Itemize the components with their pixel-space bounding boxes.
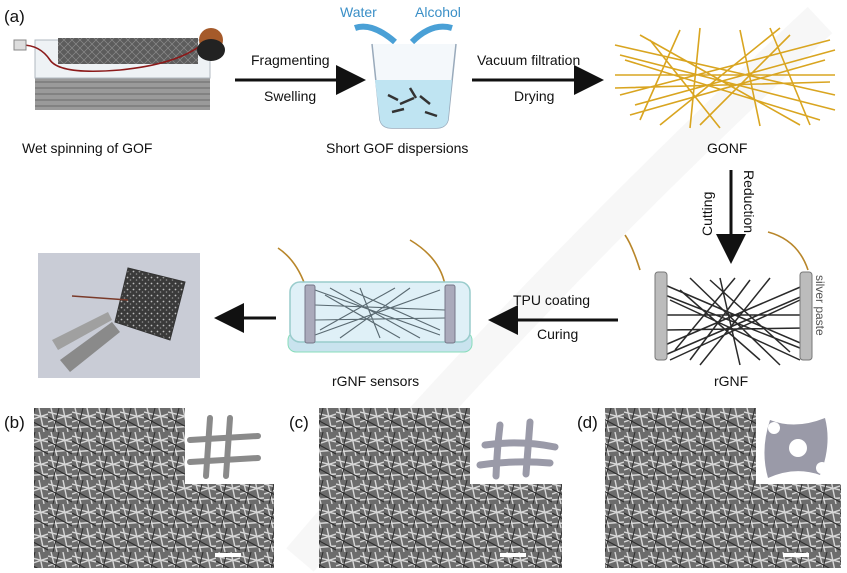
panel-label-a: (a) <box>4 7 25 26</box>
alcohol-label: Alcohol <box>415 4 461 20</box>
sensor-photo <box>38 253 200 378</box>
curing-label: Curing <box>537 326 578 342</box>
sem-image-d <box>605 408 841 568</box>
panel-label-c: (c) <box>289 413 309 432</box>
sem-image-c <box>319 408 562 568</box>
beaker <box>371 43 457 129</box>
rgnf-label: rGNF <box>714 373 748 389</box>
gonf-network <box>614 27 836 129</box>
rgnf-sensor <box>277 239 473 353</box>
reduction-label: Reduction <box>741 170 757 233</box>
solvent-arrows <box>354 23 453 45</box>
water-label: Water <box>340 4 377 20</box>
cutting-label: Cutting <box>699 192 715 236</box>
silver-paste-label: silver paste <box>813 275 827 336</box>
tpu-coating-label: TPU coating <box>513 292 590 308</box>
wet-spinning-apparatus <box>13 28 225 110</box>
short-gof-label: Short GOF dispersions <box>326 140 468 156</box>
swelling-label: Swelling <box>264 88 316 104</box>
vacuum-filtration-label: Vacuum filtration <box>477 52 580 68</box>
panel-label-b: (b) <box>4 413 25 432</box>
panel-label-d: (d) <box>577 413 598 432</box>
fragmenting-label: Fragmenting <box>251 52 330 68</box>
drying-label: Drying <box>514 88 554 104</box>
rgnf-network <box>624 231 813 366</box>
gonf-label: GONF <box>707 140 747 156</box>
wet-spinning-label: Wet spinning of GOF <box>22 140 152 156</box>
sem-image-b <box>34 408 274 568</box>
rgnf-sensors-label: rGNF sensors <box>332 373 419 389</box>
